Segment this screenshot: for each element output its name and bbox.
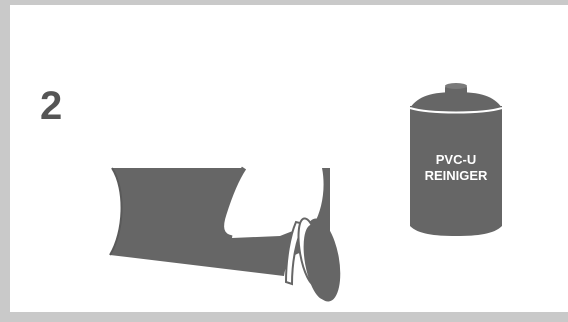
cleaning-cloth-icon [219, 166, 324, 286]
step-number: 2 [40, 84, 63, 128]
can-label-line2: REINIGER [425, 168, 488, 183]
pipe-end-disc-icon [297, 217, 341, 302]
can-label-line1: PVC-U [436, 152, 476, 167]
cleaner-can-icon: PVC-U REINIGER [409, 83, 503, 236]
